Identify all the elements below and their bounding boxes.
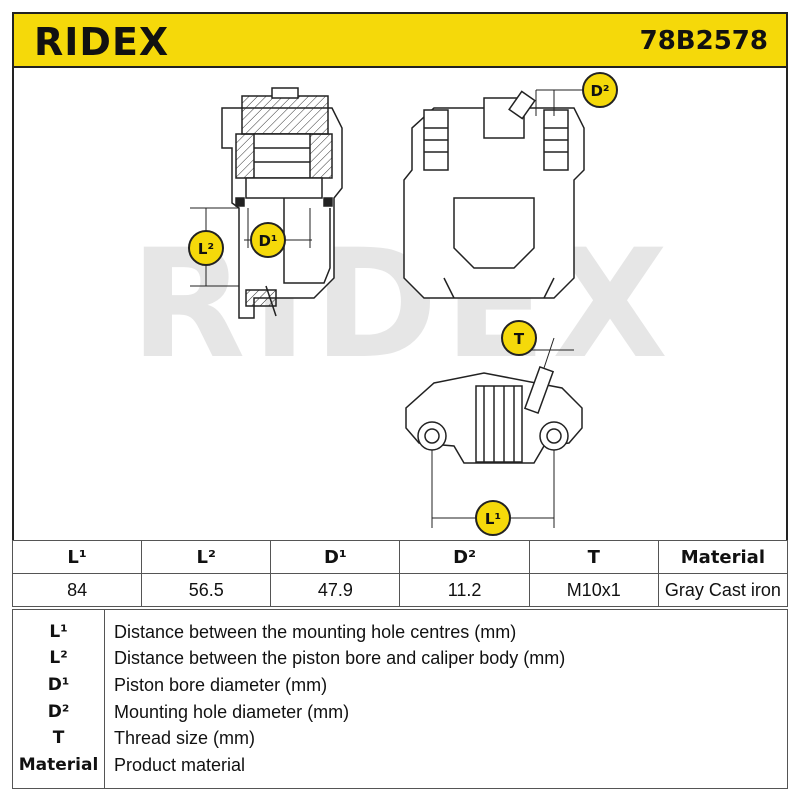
legend-divider (104, 610, 105, 788)
legend-key: D¹ (47, 675, 70, 695)
legend-key: D² (47, 702, 70, 722)
svg-text:D¹: D¹ (258, 232, 277, 250)
legend-desc: Thread size (mm) (114, 728, 256, 748)
technical-drawing: RIDEX (12, 68, 788, 540)
spec-header-material: Material (657, 540, 789, 574)
legend-row: D² Mounting hole diameter (mm) (13, 699, 789, 725)
spec-value-t: M10x1 (528, 573, 659, 607)
label-d2: D² (582, 72, 618, 108)
legend-desc: Product material (114, 755, 246, 775)
svg-text:L¹: L¹ (485, 510, 501, 528)
label-d1: D¹ (250, 222, 286, 258)
spec-value-row: 84 56.5 47.9 11.2 M10x1 Gray Cast iron (11, 573, 789, 607)
svg-text:D²: D² (590, 82, 609, 100)
legend-key: T (52, 728, 65, 748)
spec-header-d1: D¹ (270, 540, 401, 574)
spec-value-l2: 56.5 (141, 573, 272, 607)
spec-value-d2: 11.2 (399, 573, 530, 607)
spec-value-material: Gray Cast iron (657, 573, 789, 607)
spec-header-l2: L² (141, 540, 272, 574)
spec-header-t: T (528, 540, 659, 574)
caliper-section-view (221, 87, 343, 319)
legend-desc: Distance between the mounting hole centr… (114, 622, 517, 642)
spec-header-d2: D² (399, 540, 530, 574)
label-t: T (501, 320, 537, 356)
legend-row: L² Distance between the piston bore and … (13, 645, 789, 671)
legend-table: L¹ Distance between the mounting hole ce… (12, 609, 788, 789)
legend-key: L² (49, 648, 68, 668)
legend-desc: Mounting hole diameter (mm) (114, 702, 350, 722)
d2-dimension (535, 89, 586, 116)
t-dimension (532, 337, 574, 369)
legend-key: L¹ (49, 622, 68, 642)
part-number: 78B2578 (639, 26, 768, 56)
legend-desc: Distance between the piston bore and cal… (114, 648, 566, 668)
spec-header-l1: L¹ (11, 540, 143, 574)
label-l1: L¹ (475, 500, 511, 536)
header-bar: RIDEX 78B2578 (12, 12, 788, 68)
svg-text:L²: L² (198, 240, 214, 258)
legend-row: T Thread size (mm) (13, 725, 789, 751)
label-l2: L² (188, 230, 224, 266)
caliper-front-view (403, 90, 585, 299)
spec-value-l1: 84 (11, 573, 143, 607)
caliper-bottom-view (405, 365, 583, 464)
legend-row: L¹ Distance between the mounting hole ce… (13, 619, 789, 645)
svg-text:T: T (514, 330, 525, 348)
legend-row: D¹ Piston bore diameter (mm) (13, 672, 789, 698)
legend-key: Material (18, 755, 99, 775)
legend-desc: Piston bore diameter (mm) (114, 675, 328, 695)
spec-value-d1: 47.9 (270, 573, 401, 607)
brand-logo: RIDEX (34, 20, 170, 64)
spec-header-row: L¹ L² D¹ D² T Material (11, 540, 789, 574)
legend-row: Material Product material (13, 752, 789, 778)
caliper-drawing-svg: RIDEX (130, 72, 668, 536)
spec-table: L¹ L² D¹ D² T Material 84 56.5 47.9 11.2… (11, 540, 789, 607)
